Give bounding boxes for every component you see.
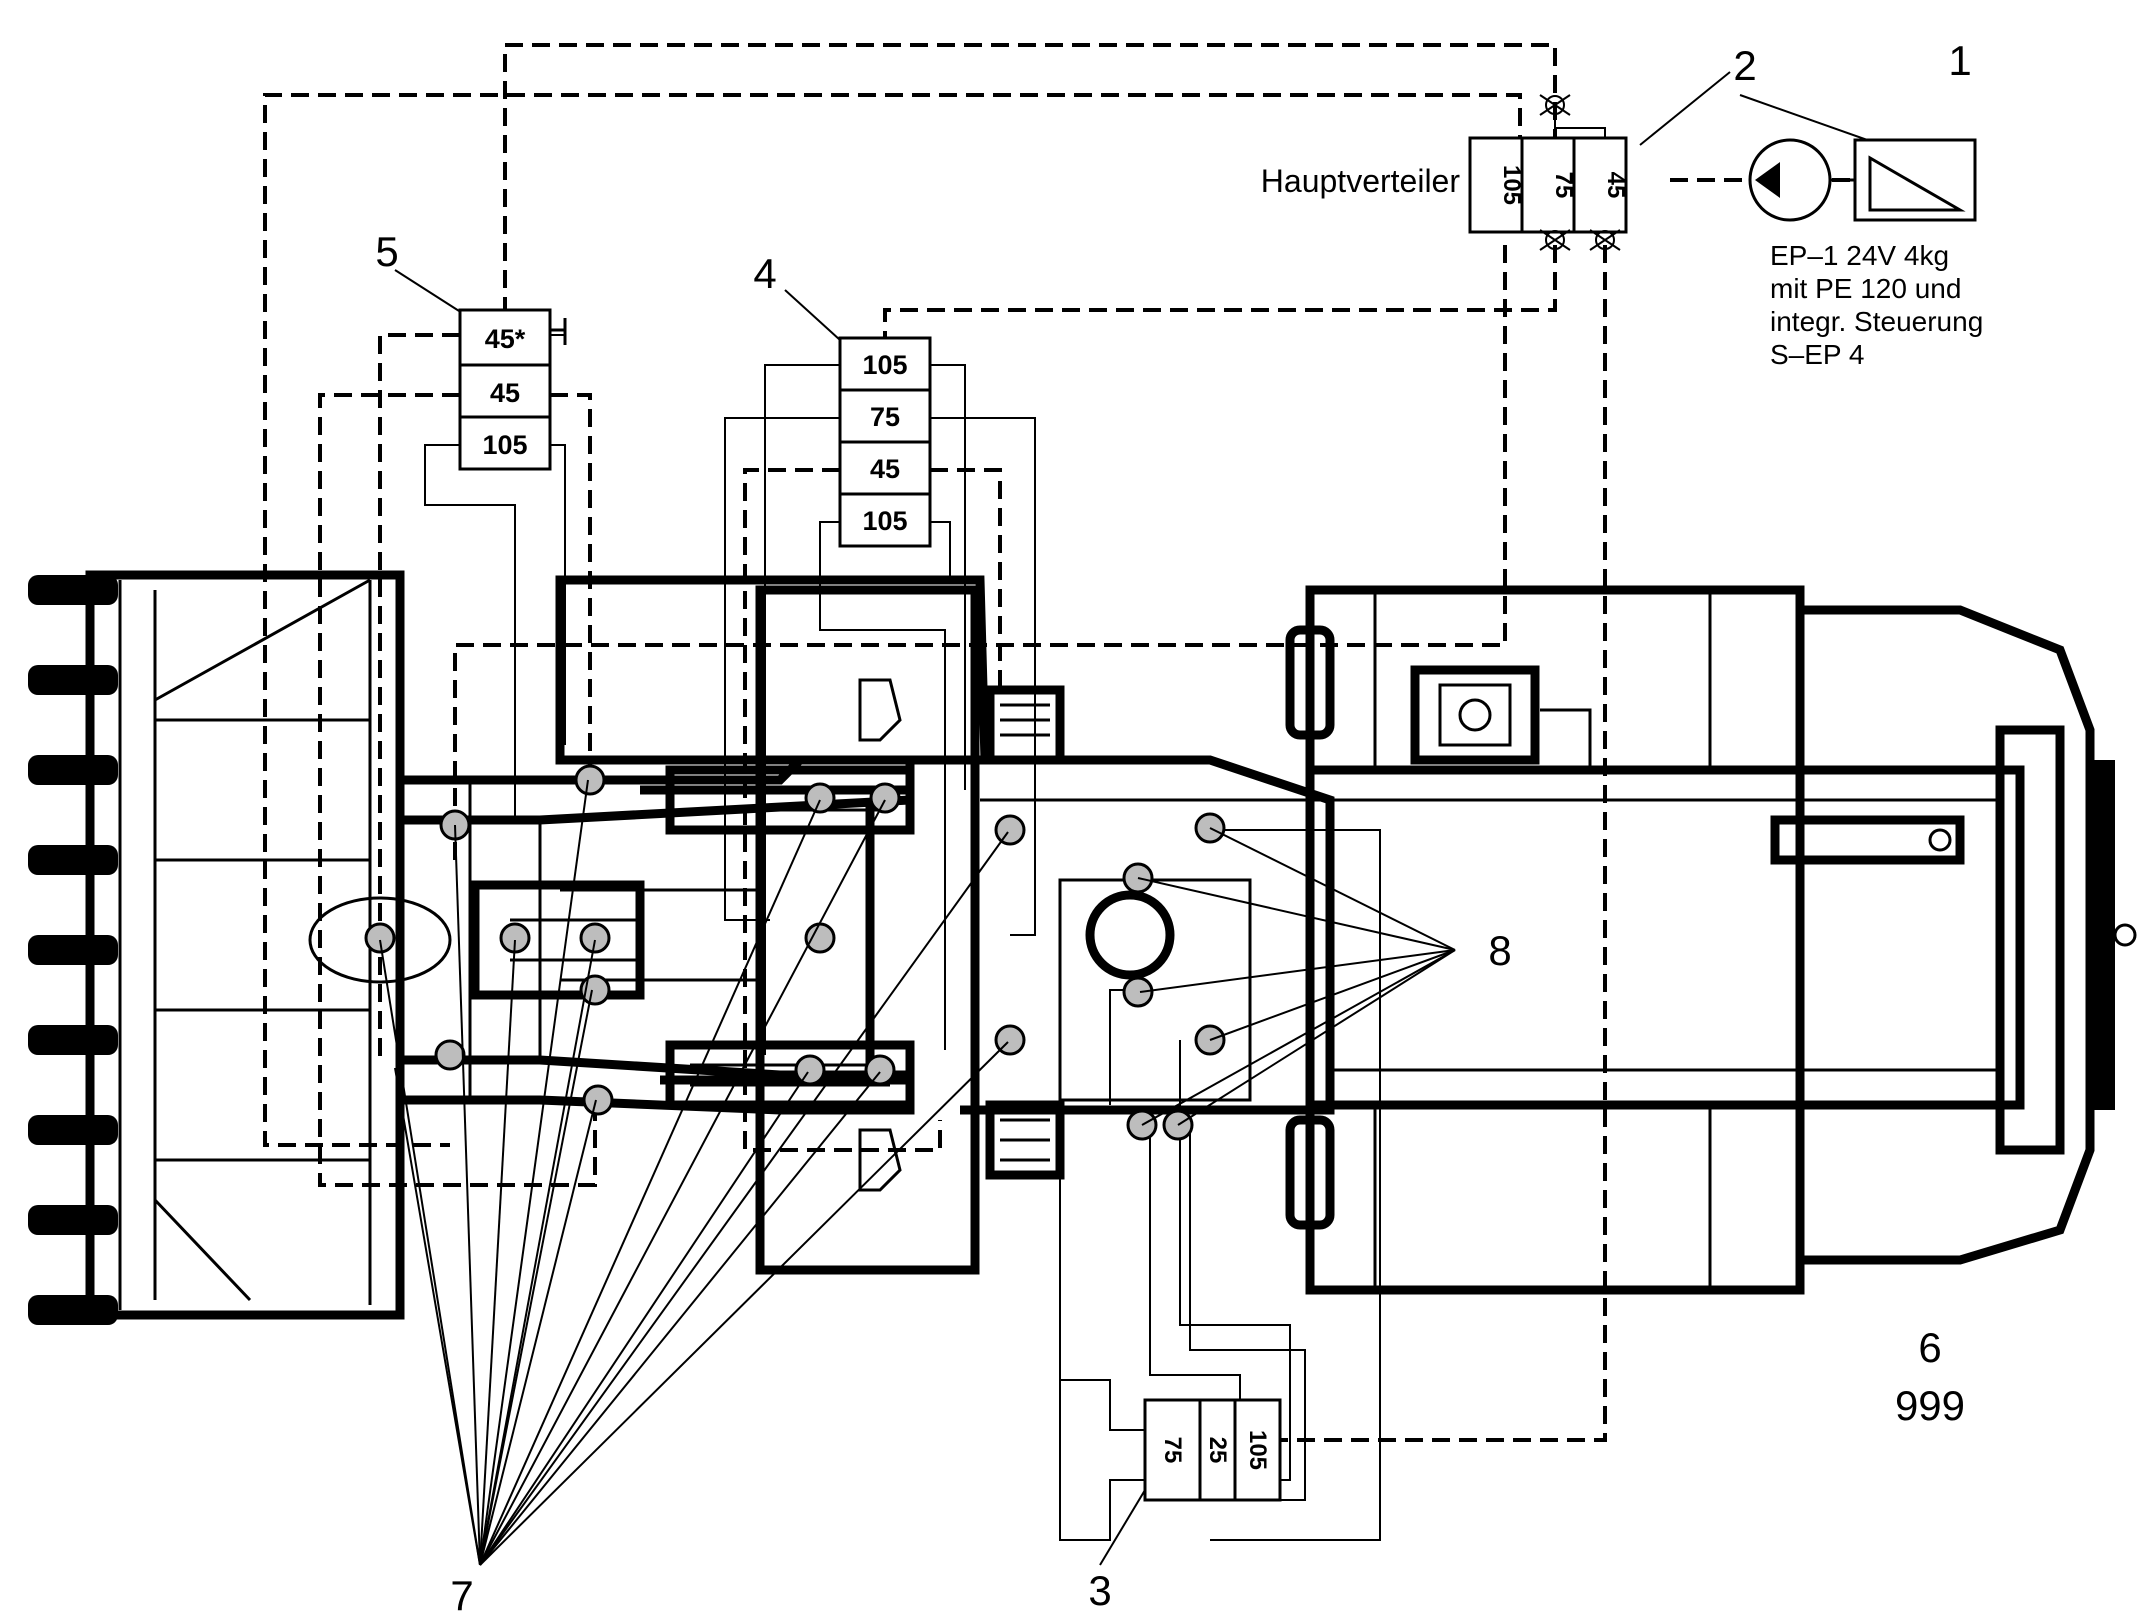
lube-point	[804, 922, 836, 954]
distributor-4-cell-4: 105	[862, 506, 907, 536]
callout-6: 6	[1918, 1324, 1941, 1371]
lube-point	[804, 782, 836, 814]
callout-2: 2	[1733, 42, 1756, 89]
distributor-5-cell-3: 105	[482, 430, 527, 460]
callout-8: 8	[1488, 927, 1511, 974]
distributor-4-cell-2: 75	[870, 402, 900, 432]
callouts: 1 2 3 4 5 6 7 8 999	[375, 37, 1971, 1619]
distributor-4-cell-3: 45	[870, 454, 900, 484]
distributor-3-cell-2: 25	[1204, 1437, 1231, 1464]
distributor-3: 75 25 105	[1143, 1398, 1282, 1502]
pump-unit: EP–1 24V 4kg mit PE 120 und integr. Steu…	[1748, 138, 1983, 370]
distributor-5: 45* 45 105	[458, 308, 567, 471]
rear-frame	[1285, 585, 2137, 1295]
lubrication-lines	[263, 43, 1855, 1541]
bucket	[28, 570, 405, 1325]
main-distributor-cell-1: 105	[1498, 165, 1525, 205]
pump-caption-line-2: mit PE 120 und	[1770, 273, 1961, 304]
main-distributor-label: Hauptverteiler	[1261, 163, 1461, 199]
distributor-5-cell-1: 45*	[485, 324, 526, 354]
main-distributor-cell-2: 75	[1550, 172, 1577, 199]
pump-caption-line-4: S–EP 4	[1770, 339, 1864, 370]
lube-point	[364, 922, 396, 954]
distributor-5-cell-2: 45	[490, 378, 520, 408]
bucket-teeth	[28, 575, 118, 1325]
distributor-4-cell-1: 105	[862, 350, 907, 380]
machine-outline	[28, 570, 2137, 1325]
callout-3: 3	[1088, 1567, 1111, 1614]
callout-7: 7	[450, 1572, 473, 1619]
lube-point	[794, 1054, 826, 1086]
lube-point	[869, 782, 901, 814]
main-distributor-cell-3: 45	[1602, 172, 1629, 199]
cab-pillars	[858, 678, 902, 1192]
front-frame	[555, 575, 1335, 1275]
distributor-4: 105 75 45 105	[838, 336, 932, 548]
lube-point	[579, 922, 611, 954]
lube-point	[1122, 976, 1154, 1008]
lube-point	[434, 1039, 466, 1071]
callout-4: 4	[753, 250, 776, 297]
pump-caption-line-1: EP–1 24V 4kg	[1770, 240, 1949, 271]
boom-arms	[308, 755, 915, 1115]
distributor-3-cell-3: 105	[1244, 1430, 1271, 1470]
callout-5: 5	[375, 228, 398, 275]
lubrication-points	[364, 764, 1226, 1141]
callout-1: 1	[1948, 37, 1971, 84]
lube-point	[994, 814, 1026, 846]
distributor-3-cell-1: 75	[1159, 1437, 1186, 1464]
main-distributor: Hauptverteiler 105 75 45	[1261, 94, 1629, 251]
lube-point	[864, 1054, 896, 1086]
lube-point	[574, 764, 606, 796]
lube-point	[582, 1084, 614, 1116]
figure-number: 999	[1895, 1382, 1965, 1429]
pump-caption-line-3: integr. Steuerung	[1770, 306, 1983, 337]
